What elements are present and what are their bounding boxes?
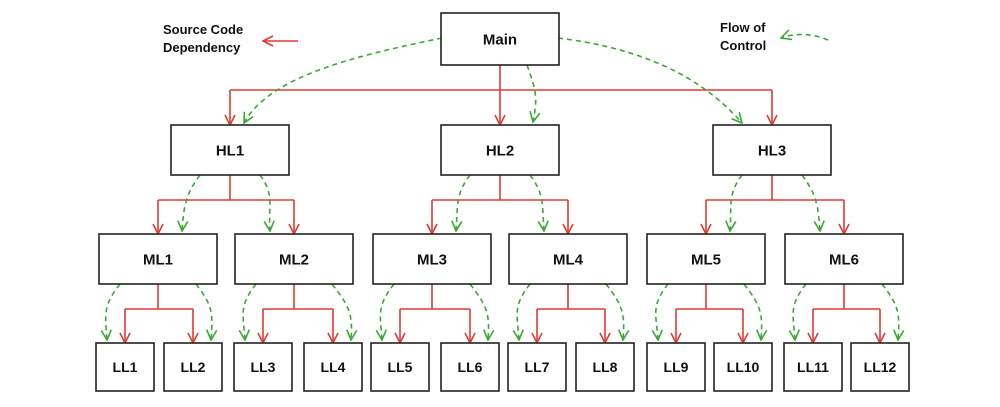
ll8-rect: [575, 342, 635, 392]
ll7-rect: [507, 342, 567, 392]
flow-hl2-to-ml4: [529, 174, 544, 231]
ll1-label: LL1: [113, 359, 138, 375]
ll3-box: LL3: [233, 342, 293, 392]
ml3-box: ML3: [372, 233, 492, 285]
ml1-rect: [98, 233, 218, 285]
hl3-label: HL3: [758, 142, 786, 159]
flow-main-to-hl1: [244, 37, 443, 123]
ll2-box: LL2: [163, 342, 223, 392]
flow-ml4-to-ll8: [605, 283, 624, 340]
flow-hl3-to-ml6: [801, 174, 820, 231]
ml6-box: ML6: [784, 233, 904, 285]
ll6-rect: [440, 342, 500, 392]
legend-flow-line1: Flow of: [720, 20, 766, 35]
ll11-label: LL11: [797, 359, 829, 375]
ll11-box: LL11: [783, 342, 843, 392]
flow-ml1-to-ll2: [195, 283, 212, 340]
hl1-label: HL1: [216, 142, 244, 159]
ml5-label: ML5: [691, 251, 721, 268]
ll9-label: LL9: [664, 359, 689, 375]
edges: [106, 37, 899, 343]
flow-main-to-hl2: [526, 64, 536, 122]
ml3-label: ML3: [417, 251, 447, 268]
main-box: Main: [440, 12, 560, 66]
ll7-label: LL7: [525, 359, 550, 375]
ll7-box: LL7: [507, 342, 567, 392]
flow-ml5-to-ll9: [656, 283, 669, 340]
ml6-label: ML6: [829, 251, 859, 268]
flow-ml2-to-ll3: [243, 283, 257, 340]
ll12-rect: [850, 342, 910, 392]
ll4-box: LL4: [303, 342, 363, 392]
ll3-label: LL3: [251, 359, 276, 375]
ll4-rect: [303, 342, 363, 392]
flow-hl2-to-ml3: [456, 174, 471, 231]
ll2-label: LL2: [181, 359, 206, 375]
legend-green-arrow: [781, 34, 829, 41]
flow-ml2-to-ll4: [331, 283, 351, 340]
hl3-rect: [712, 124, 832, 176]
ml2-rect: [234, 233, 354, 285]
ll8-label: LL8: [593, 359, 618, 375]
ll3-rect: [233, 342, 293, 392]
main-label: Main: [483, 31, 517, 48]
flow-hl1-to-ml1: [182, 174, 201, 231]
ll11-rect: [783, 342, 843, 392]
ll10-rect: [713, 342, 773, 392]
ll12-label: LL12: [864, 359, 897, 375]
flow-ml4-to-ll7: [517, 283, 531, 340]
ll6-box: LL6: [440, 342, 500, 392]
ll9-rect: [646, 342, 706, 392]
legend-flow-of-control: Flow of Control: [720, 20, 829, 53]
ml5-rect: [646, 233, 766, 285]
ll12-box: LL12: [850, 342, 910, 392]
flow-ml1-to-ll1: [106, 283, 121, 340]
ml3-rect: [372, 233, 492, 285]
flow-hl1-to-ml2: [259, 174, 270, 231]
legend-source-dependency: Source Code Dependency: [163, 22, 298, 55]
hl1-box: HL1: [170, 124, 290, 176]
ll8-box: LL8: [575, 342, 635, 392]
ml2-label: ML2: [279, 251, 309, 268]
legend-flow-line2: Control: [720, 38, 766, 53]
ml1-box: ML1: [98, 233, 218, 285]
hl3-box: HL3: [712, 124, 832, 176]
hl2-rect: [440, 124, 560, 176]
flow-hl3-to-ml5: [730, 174, 743, 231]
ll9-box: LL9: [646, 342, 706, 392]
ll5-label: LL5: [388, 359, 413, 375]
ll6-label: LL6: [458, 359, 483, 375]
ll1-box: LL1: [95, 342, 155, 392]
ll5-rect: [370, 342, 430, 392]
ll1-rect: [95, 342, 155, 392]
legend-source-dependency-line2: Dependency: [163, 40, 241, 55]
flow-ml3-to-ll6: [469, 283, 489, 340]
main-rect: [440, 12, 560, 66]
ml4-label: ML4: [553, 251, 584, 268]
hl2-box: HL2: [440, 124, 560, 176]
ll5-box: LL5: [370, 342, 430, 392]
flow-ml5-to-ll10: [743, 283, 762, 340]
flow-ml6-to-ll12: [881, 283, 899, 340]
flow-ml6-to-ll11: [793, 283, 807, 340]
ml6-rect: [784, 233, 904, 285]
ll4-label: LL4: [321, 359, 346, 375]
ml4-box: ML4: [508, 233, 628, 285]
hl1-rect: [170, 124, 290, 176]
flow-main-to-hl3: [557, 37, 742, 123]
ml5-box: ML5: [646, 233, 766, 285]
ll10-box: LL10: [713, 342, 773, 392]
ml2-box: ML2: [234, 233, 354, 285]
legend-source-dependency-line1: Source Code: [163, 22, 243, 37]
ml1-label: ML1: [143, 251, 173, 268]
ml4-rect: [508, 233, 628, 285]
ll10-label: LL10: [727, 359, 760, 375]
flow-ml3-to-ll5: [380, 283, 395, 340]
ll2-rect: [163, 342, 223, 392]
hl2-label: HL2: [486, 142, 514, 159]
